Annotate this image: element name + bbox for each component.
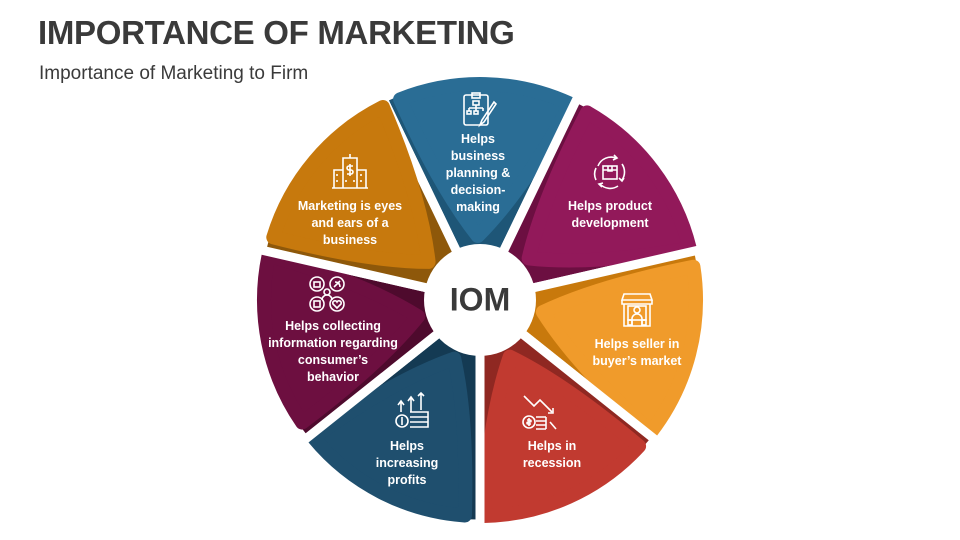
segment-label-product-development: Helps product development — [567, 199, 653, 230]
segment-product-cycle — [497, 93, 703, 294]
segment-face — [535, 259, 703, 439]
segment-face — [266, 100, 436, 269]
segment-label-recession: Helps in recession — [522, 439, 582, 470]
segment-storefront-seller — [514, 245, 709, 445]
segment-label-profits: Helps increasing profits — [375, 439, 439, 487]
product-cycle-icon — [593, 154, 626, 190]
center-label: IOM — [449, 281, 511, 318]
segment-face — [521, 105, 697, 268]
segment-label-eyes-ears: Marketing is eyes and ears of a business — [297, 199, 403, 247]
consumer-behavior-icon — [309, 276, 345, 312]
segment-declining-money — [475, 326, 660, 529]
flowchart-clipboard-icon — [463, 92, 498, 128]
bank-building-icon — [332, 154, 368, 189]
segment-label-planning: Helps business planning & decision- maki… — [445, 132, 511, 214]
segment-face — [393, 77, 578, 244]
declining-money-icon — [522, 395, 557, 430]
segment-label-sellers-market: Helps seller in buyer’s market — [592, 337, 682, 368]
page-title: IMPORTANCE OF MARKETING — [38, 14, 515, 51]
center-circle — [424, 244, 536, 356]
rising-profits-icon — [395, 391, 429, 428]
segment-label-consumer-behavior: Helps collecting information regarding c… — [268, 319, 398, 384]
storefront-seller-icon — [620, 293, 654, 327]
segment-face — [476, 349, 647, 523]
segment-face — [306, 351, 473, 523]
page-subtitle: Importance of Marketing to Firm — [39, 63, 309, 84]
